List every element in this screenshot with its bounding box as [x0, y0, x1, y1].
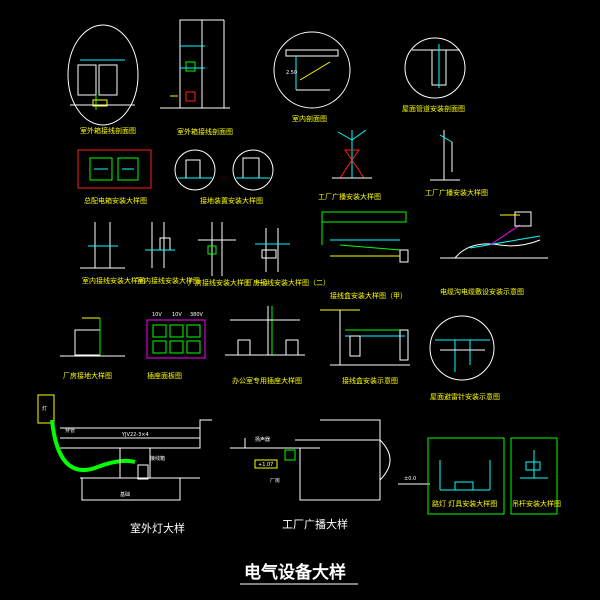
caption-d16: 插座面板图: [147, 371, 182, 380]
detail-plant-wiring-2: 厂房接线安装大样图（二）: [246, 228, 330, 287]
caption-d8: 工厂广播安装大样图: [425, 188, 488, 197]
socket-rating-1: 10V: [152, 312, 162, 318]
detail-street-lamp: 路灯 灯具安装大样图: [427, 437, 505, 515]
caption-d7: 工厂广播安装大样图: [318, 192, 381, 201]
lamp-box-label: 接线箱: [150, 455, 165, 462]
detail-outdoor-lamp: 灯 穿管 YJV22-3×4 接线箱 基础 室外灯大样: [37, 394, 212, 535]
caption-d14: 电缆沟电缆敷设安装示意图: [440, 287, 524, 296]
detail-socket-panel: 10V 10V 380V 插座面板图: [146, 312, 206, 380]
detail-factory-broadcast-1: 工厂广播安装大样图: [318, 129, 381, 201]
detail-plant-wiring-1: 厂房接线安装大样图（一）: [188, 222, 272, 287]
caption-d15: 厂房接地大样图: [63, 371, 112, 380]
caption-d2: 室外箱接线剖面图: [177, 127, 233, 136]
detail-outdoor-box-section-2: 室外箱接线剖面图: [160, 19, 233, 136]
caption-d20: 室外灯大样: [130, 521, 185, 535]
bc-equipment-label: 扬声器: [255, 436, 270, 443]
detail-grounding-device: 接地装置安装大样图: [174, 149, 274, 205]
caption-d11: 厂房接线安装大样图（一）: [188, 278, 272, 287]
caption-d1: 室外箱接线剖面图: [80, 126, 136, 135]
detail-indoor-section: 2.50 室内剖面图: [273, 31, 351, 123]
caption-d6: 接地装置安装大样图: [200, 196, 263, 205]
caption-d10: 室内接线安装大样图: [137, 276, 200, 285]
detail-indoor-wiring-1: 室内接线安装大样图: [80, 222, 145, 285]
lamp-conduit-label: 穿管: [65, 427, 75, 434]
caption-d3: 室内剖面图: [292, 114, 327, 123]
detail-cable-trench: 电缆沟电缆敷设安装示意图: [440, 211, 548, 296]
sheet-title: 电气设备大样: [244, 562, 346, 583]
bc-height-label: +1.07: [258, 462, 273, 468]
caption-d22: 路灯 灯具安装大样图: [432, 499, 497, 508]
detail-main-panel: 总配电箱安装大样图: [77, 149, 152, 205]
caption-d21: 工厂广播大样: [282, 517, 348, 531]
socket-rating-2: 10V: [172, 312, 182, 318]
detail-plant-grounding: 厂房接地大样图: [60, 317, 125, 380]
caption-d23: 吊杆安装大样图: [512, 499, 561, 508]
detail-office-socket: 办公室专用插座大样图: [225, 306, 305, 385]
detail-indoor-wiring-2: 室内接线安装大样图: [137, 222, 200, 285]
caption-d4: 屋面管道安装剖面图: [402, 104, 465, 113]
detail-junction-box: 接线盒安装示意图: [320, 309, 410, 385]
detail-factory-broadcast-2: 工厂广播安装大样图: [425, 130, 488, 197]
detail-roof-pipe-section: 屋面管道安装剖面图: [402, 37, 466, 113]
caption-d13: 接线盒安装大样图（甲）: [330, 291, 407, 300]
lamp-note: 灯: [42, 405, 47, 412]
caption-d19: 屋面避雷针安装示意图: [430, 392, 500, 401]
detail-roof-lightning-rod: 屋面避雷针安装示意图: [429, 315, 500, 401]
detail-factory-broadcast: 扬声器 +1.07 厂房 ±0.0 工厂广播大样: [230, 419, 430, 531]
caption-d5: 总配电箱安装大样图: [84, 196, 147, 205]
label-section-height: 2.50: [286, 70, 297, 76]
detail-outdoor-box-section-1: 室外箱接线剖面图: [67, 24, 139, 135]
bc-hall-label: 厂房: [270, 477, 280, 484]
caption-d18: 接线盒安装示意图: [342, 376, 398, 385]
caption-d9: 室内接线安装大样图: [82, 276, 145, 285]
detail-hanger-rod: 吊杆安装大样图: [510, 437, 561, 515]
caption-d17: 办公室专用插座大样图: [232, 376, 302, 385]
bc-level-label: ±0.0: [404, 476, 416, 482]
caption-d12: 厂房接线安装大样图（二）: [246, 278, 330, 287]
lamp-wire-label: YJV22-3×4: [121, 432, 149, 438]
detail-junction-box-a: 接线盒安装大样图（甲）: [321, 211, 409, 300]
socket-rating-3: 380V: [190, 312, 204, 318]
lamp-base-label: 基础: [120, 491, 130, 498]
